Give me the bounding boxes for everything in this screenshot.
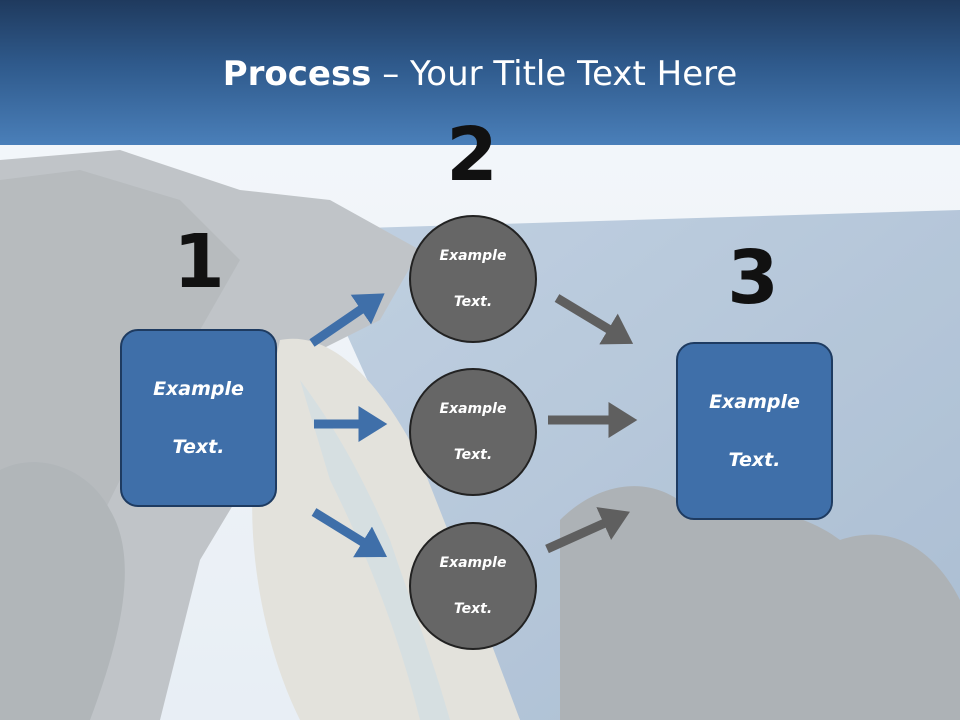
arrow-blue-down [311,508,388,558]
title-rest-part: – Your Title Text Here [371,54,738,94]
circle-1-line2: Text. [453,293,493,310]
step-number-2: 2 [446,112,498,198]
slide-title: Process – Your Title Text Here [0,52,960,96]
circle-1-line1: Example [439,247,507,264]
circle-3-line2: Text. [453,600,493,617]
box-end-line1: Example [709,390,800,413]
step-number-3: 3 [727,235,779,321]
box-start-line2: Text. [172,435,225,458]
circle-2-line2: Text. [453,446,493,463]
title-bar [0,0,960,145]
arrow-blue-up [309,293,385,347]
title-bold-part: Process [222,54,372,94]
arrow-gray-down [554,294,634,345]
box-end-line2: Text. [728,448,781,471]
circle-3-line1: Example [439,554,507,571]
box-start-line1: Example [153,377,244,400]
arrow-gray-up [545,507,630,554]
circle-2-line1: Example [439,400,507,417]
step-number-1: 1 [173,219,225,305]
